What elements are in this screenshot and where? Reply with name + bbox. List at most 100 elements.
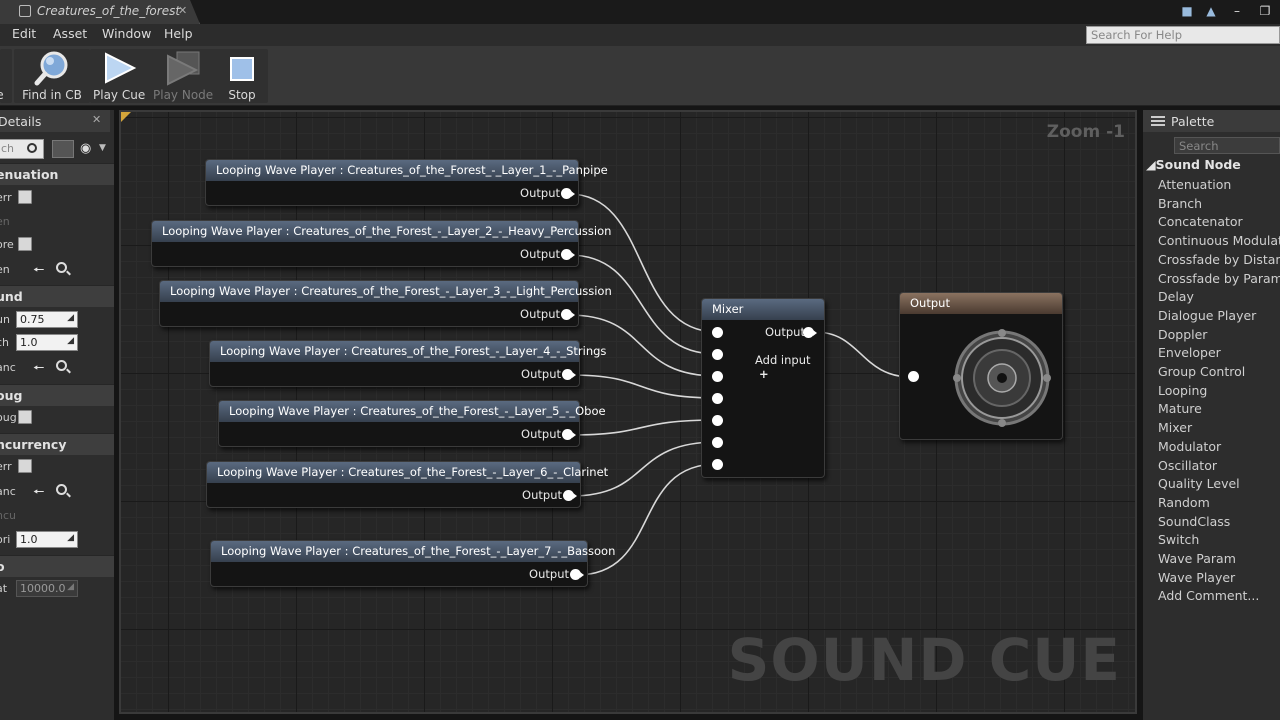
details-tab[interactable]: Details ✕ — [0, 110, 110, 132]
wave-player-node[interactable]: Looping Wave Player : Creatures_of_the_F… — [159, 280, 612, 327]
category-debug[interactable]: oug — [0, 384, 114, 406]
play-node-button[interactable]: Play Node — [153, 50, 213, 102]
menu-window[interactable]: Window — [102, 26, 152, 41]
pitch-field[interactable]: 1.0◢ — [16, 334, 78, 351]
palette-item[interactable]: Quality Level — [1158, 476, 1240, 492]
category-sound[interactable]: und — [0, 285, 114, 307]
play-cue-button[interactable]: Play Cue — [93, 50, 145, 102]
palette-item[interactable]: Crossfade by Distance — [1158, 251, 1280, 267]
chat-icon[interactable]: ■ — [1181, 4, 1193, 18]
output-node[interactable]: Output — [899, 292, 1063, 440]
wave-player-node[interactable]: Looping Wave Player : Creatures_of_the_F… — [151, 220, 611, 267]
palette-item[interactable]: Modulator — [1158, 438, 1222, 454]
palette-item[interactable]: Continuous Modulator — [1158, 233, 1280, 249]
browse-magnifier-icon[interactable] — [56, 484, 67, 495]
menu-asset[interactable]: Asset — [53, 26, 88, 41]
use-selected-arrow-icon[interactable]: 🠔 — [33, 485, 45, 500]
palette-item[interactable]: Mixer — [1158, 420, 1193, 436]
palette-item[interactable]: Switch — [1158, 532, 1200, 548]
browse-magnifier-icon[interactable] — [56, 262, 67, 273]
output-pin-icon[interactable] — [570, 569, 584, 580]
use-selected-arrow-icon[interactable]: 🠔 — [33, 263, 45, 278]
wave-player-node[interactable]: Looping Wave Player : Creatures_of_the_F… — [206, 461, 608, 508]
use-selected-arrow-icon[interactable]: 🠔 — [33, 361, 45, 376]
priority-field[interactable]: 1.0◢ — [16, 531, 78, 548]
palette-item[interactable]: Enveloper — [1158, 345, 1221, 361]
palette-search-input[interactable]: Search — [1174, 137, 1280, 154]
document-tab[interactable]: Creatures_of_the_forest ✕ — [0, 0, 200, 24]
debug-checkbox[interactable] — [18, 410, 32, 424]
node-output-pin[interactable]: Output — [522, 488, 562, 504]
chevron-down-icon[interactable]: ▼ — [99, 143, 106, 153]
override-attenuation-checkbox[interactable] — [18, 190, 32, 204]
category-concurrency[interactable]: ncurrency — [0, 433, 114, 455]
override-concurrency-checkbox[interactable] — [18, 459, 32, 473]
node-output-pin[interactable]: Output — [521, 427, 561, 443]
add-input-button[interactable]: Add input + — [755, 353, 824, 381]
category-info[interactable]: o — [0, 555, 114, 577]
palette-item[interactable]: Random — [1158, 494, 1210, 510]
close-tab-icon[interactable]: ✕ — [178, 4, 188, 17]
output-pin-icon[interactable] — [561, 188, 575, 199]
find-in-cb-button[interactable]: Find in CB — [20, 50, 84, 102]
mixer-node[interactable]: Mixer Output Add input + — [701, 298, 825, 478]
stop-button[interactable]: Stop — [222, 50, 262, 102]
palette-tab[interactable]: Palette — [1143, 110, 1280, 132]
output-pin-icon[interactable] — [561, 249, 575, 260]
palette-item[interactable]: Mature — [1158, 401, 1202, 417]
palette-item[interactable]: Wave Param — [1158, 551, 1236, 566]
palette-item[interactable]: Oscillator — [1158, 457, 1217, 473]
minimize-icon[interactable]: – — [1234, 4, 1240, 18]
palette-item[interactable]: Doppler — [1158, 326, 1208, 342]
output-pin-icon[interactable] — [561, 309, 575, 320]
close-details-icon[interactable]: ✕ — [92, 113, 102, 126]
sound-cue-graph[interactable]: Zoom -1 SOUND CUE Looping Wave Player : … — [119, 110, 1137, 714]
palette-item[interactable]: Attenuation — [1158, 177, 1232, 192]
node-output-pin[interactable]: Output — [520, 307, 560, 323]
save-button[interactable]: e — [0, 50, 10, 102]
restore-icon[interactable]: ❐ — [1259, 4, 1271, 18]
palette-item[interactable]: Dialogue Player — [1158, 307, 1257, 323]
browse-magnifier-icon[interactable] — [56, 360, 67, 371]
mixer-output-pin[interactable]: Output — [765, 325, 805, 341]
palette-item[interactable]: Add Comment... — [1158, 588, 1260, 604]
volume-field[interactable]: 0.75◢ — [16, 311, 78, 328]
property-matrix-icon[interactable] — [52, 140, 74, 158]
palette-item[interactable]: Delay — [1158, 289, 1194, 305]
output-pin-icon[interactable] — [562, 369, 576, 380]
mixer-input-pin-icon[interactable] — [712, 415, 723, 426]
node-output-pin[interactable]: Output — [529, 567, 569, 583]
palette-item[interactable]: Group Control — [1158, 364, 1246, 379]
graduation-cap-icon[interactable]: ▲ — [1206, 4, 1216, 18]
node-output-pin[interactable]: Output — [520, 186, 560, 202]
details-search-input[interactable]: ch — [0, 139, 44, 159]
output-pin-icon[interactable] — [563, 490, 577, 501]
ignore-focus-checkbox[interactable] — [18, 237, 32, 251]
wave-player-node[interactable]: Looping Wave Player : Creatures_of_the_F… — [205, 159, 608, 206]
menu-edit[interactable]: Edit — [12, 26, 37, 41]
mixer-input-pin-icon[interactable] — [712, 459, 723, 470]
output-pin-icon[interactable] — [562, 429, 576, 440]
palette-item[interactable]: Wave Player — [1158, 569, 1236, 585]
palette-item[interactable]: Branch — [1158, 195, 1203, 211]
palette-item[interactable]: Crossfade by Param — [1158, 270, 1280, 286]
mixer-input-pin-icon[interactable] — [712, 327, 723, 338]
node-output-pin[interactable]: Output — [521, 367, 561, 383]
output-input-pin-icon[interactable] — [908, 371, 919, 382]
palette-category-sound-node[interactable]: ◢Sound Node — [1146, 157, 1241, 172]
output-pin-icon[interactable] — [803, 327, 817, 338]
menu-help[interactable]: Help — [164, 26, 193, 41]
palette-item[interactable]: Looping — [1158, 382, 1208, 398]
wave-player-node[interactable]: Looping Wave Player : Creatures_of_the_F… — [210, 540, 615, 587]
wave-player-node[interactable]: Looping Wave Player : Creatures_of_the_F… — [209, 340, 606, 387]
palette-item[interactable]: Concatenator — [1158, 214, 1243, 230]
help-search-input[interactable]: Search For Help — [1086, 26, 1280, 44]
node-output-pin[interactable]: Output — [520, 247, 560, 263]
palette-item[interactable]: SoundClass — [1158, 513, 1231, 529]
wave-player-node[interactable]: Looping Wave Player : Creatures_of_the_F… — [218, 400, 606, 447]
mixer-input-pin-icon[interactable] — [712, 437, 723, 448]
category-attenuation[interactable]: enuation — [0, 163, 114, 185]
mixer-input-pin-icon[interactable] — [712, 371, 723, 382]
mixer-input-pin-icon[interactable] — [712, 393, 723, 404]
eye-icon[interactable]: ◉ — [80, 141, 92, 156]
